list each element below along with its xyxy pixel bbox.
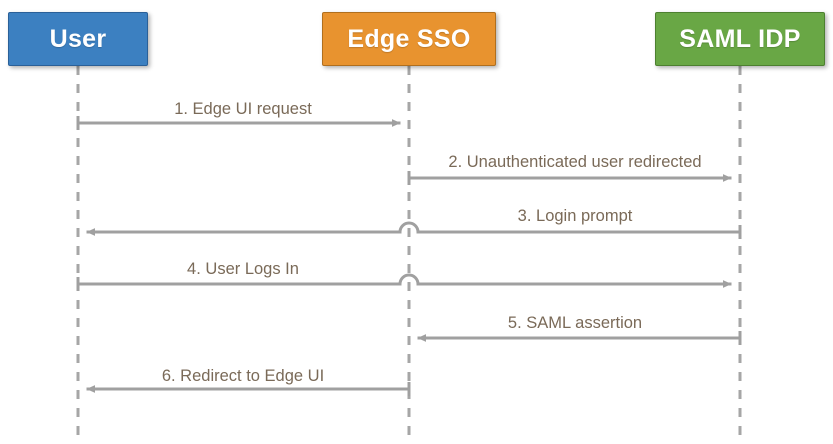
message-label-5: 5. SAML assertion [507, 314, 643, 332]
message-arrow-6[interactable] [86, 382, 411, 396]
participant-label-edge-sso: Edge SSO [347, 24, 471, 53]
participant-box-saml-idp[interactable]: SAML IDP [655, 12, 825, 66]
message-label-2: 2. Unauthenticated user redirected [448, 153, 702, 171]
message-label-4: 4. User Logs In [187, 260, 299, 278]
message-line-3 [86, 221, 740, 236]
participant-label-saml-idp: SAML IDP [679, 24, 801, 53]
message-arrow-1[interactable] [76, 116, 401, 130]
participant-box-edge-sso[interactable]: Edge SSO [322, 12, 496, 66]
message-label-3: 3. Login prompt [517, 207, 633, 225]
message-arrow-3[interactable] [86, 221, 742, 239]
message-arrow-5[interactable] [417, 331, 742, 345]
message-label-6: 6. Redirect to Edge UI [161, 367, 325, 385]
message-arrow-2[interactable] [407, 171, 732, 185]
participant-label-user: User [49, 24, 107, 53]
message-line-4 [78, 273, 732, 288]
participant-box-user[interactable]: User [8, 12, 148, 66]
messages-group [76, 116, 742, 396]
message-label-1: 1. Edge UI request [174, 100, 312, 118]
message-arrow-4[interactable] [76, 273, 732, 291]
